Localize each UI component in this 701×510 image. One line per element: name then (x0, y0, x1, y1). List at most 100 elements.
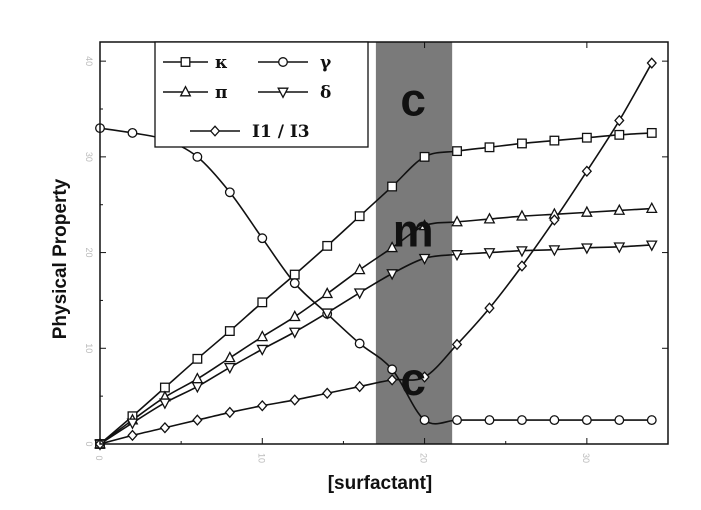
data-point-i1-i3-11 (451, 338, 463, 351)
data-point-kappa-14 (549, 135, 560, 146)
data-point-delta-15 (580, 243, 593, 255)
data-point-gamma-9 (387, 364, 398, 375)
data-point-delta-2 (159, 398, 171, 410)
data-point-delta-4 (223, 362, 236, 375)
data-point-i1-i3-13 (516, 260, 528, 272)
data-point-gamma-11 (452, 415, 462, 426)
data-point-i1-i3-16 (614, 114, 625, 127)
plot-area-frame (99, 41, 669, 445)
data-point-pi-4 (223, 351, 236, 363)
transition-band-layer (375, 42, 453, 444)
data-point-kappa-11 (452, 146, 462, 157)
x-tick-label-1: 10 (256, 453, 266, 463)
band-label-2: c (400, 353, 426, 405)
data-point-kappa-7 (322, 240, 333, 251)
data-point-i1-i3-3 (192, 414, 203, 426)
data-point-pi-8 (353, 263, 366, 275)
y-tick-label-2: 20 (84, 248, 94, 258)
legend-label-i1-i3: I1 / I3 (252, 122, 310, 142)
data-point-gamma-14 (549, 415, 560, 426)
data-point-delta-12 (483, 248, 496, 260)
x-tick-label-2: 20 (419, 453, 429, 463)
data-point-i1-i3-2 (159, 421, 171, 434)
data-point-gamma-6 (289, 278, 300, 289)
legend-box (154, 41, 369, 148)
band-label-1: m (393, 205, 434, 257)
data-point-kappa-6 (289, 269, 300, 280)
data-point-gamma-1 (127, 127, 138, 138)
data-point-kappa-8 (354, 211, 365, 222)
series-line-gamma (99, 127, 652, 425)
data-point-gamma-12 (484, 415, 495, 426)
data-point-delta-13 (516, 246, 528, 258)
y-axis-title: Physical Property (50, 178, 71, 339)
y-tick-label-0: 0 (84, 441, 94, 446)
data-point-pi-6 (288, 310, 301, 322)
data-point-delta-5 (256, 344, 269, 356)
data-point-pi-13 (516, 209, 528, 221)
data-point-i1-i3-1 (127, 429, 138, 442)
legend-label-gamma: γ (320, 53, 332, 73)
data-point-pi-12 (483, 212, 496, 224)
data-point-gamma-17 (646, 415, 657, 426)
x-tick-label-3: 30 (581, 453, 591, 463)
data-point-kappa-10 (419, 151, 430, 162)
data-point-gamma-8 (354, 338, 365, 349)
legend-label-delta: δ (320, 83, 331, 103)
x-tick-label-0: 0 (94, 455, 104, 460)
data-point-i1-i3-9 (386, 374, 398, 386)
data-point-gamma-4 (224, 187, 235, 198)
data-point-delta-16 (613, 242, 626, 254)
data-point-delta-8 (353, 288, 366, 300)
y-tick-label-3: 30 (84, 152, 94, 162)
series-line-kappa (99, 132, 652, 445)
data-point-pi-9 (386, 241, 398, 253)
data-point-delta-6 (288, 327, 301, 339)
data-point-kappa-3 (192, 353, 203, 364)
legend-label-kappa: κ (215, 53, 228, 73)
data-point-gamma-5 (257, 233, 268, 244)
transition-band (375, 42, 453, 444)
data-point-pi-17 (645, 201, 658, 213)
data-point-kappa-9 (387, 181, 398, 192)
data-point-kappa-17 (646, 127, 657, 138)
data-point-i1-i3-7 (322, 387, 333, 400)
data-point-kappa-4 (224, 326, 235, 337)
data-point-i1-i3-8 (354, 380, 365, 393)
data-point-gamma-15 (581, 415, 592, 426)
band-labels-layer: c m c (393, 73, 434, 404)
data-point-delta-11 (451, 250, 463, 262)
data-point-kappa-13 (516, 138, 527, 149)
data-point-i1-i3-5 (257, 399, 268, 412)
data-point-i1-i3-4 (224, 406, 236, 419)
data-point-delta-10 (418, 253, 431, 266)
data-point-i1-i3-10 (419, 371, 430, 383)
data-point-pi-11 (451, 215, 463, 227)
legend-marker-pi (179, 85, 192, 97)
data-point-kappa-15 (581, 132, 592, 143)
x-axis-title: [surfactant] (328, 473, 433, 494)
data-point-pi-15 (580, 205, 593, 217)
data-point-i1-i3-12 (484, 302, 495, 314)
data-point-delta-3 (191, 382, 204, 394)
data-point-delta-14 (548, 245, 561, 257)
legend-marker-kappa (180, 57, 191, 67)
band-label-0: c (400, 73, 426, 125)
data-point-delta-1 (126, 418, 139, 430)
data-point-delta-17 (645, 240, 658, 252)
data-point-gamma-10 (419, 415, 430, 426)
data-point-pi-16 (613, 203, 626, 215)
y-tick-label-1: 10 (84, 343, 94, 353)
data-point-pi-7 (321, 287, 334, 299)
series-line-pi (99, 207, 652, 445)
data-point-i1-i3-15 (581, 165, 593, 177)
data-point-gamma-16 (614, 415, 625, 426)
legend-marker-delta (277, 87, 289, 99)
data-point-kappa-16 (614, 129, 625, 140)
data-point-delta-7 (321, 308, 334, 320)
data-point-pi-5 (256, 330, 269, 342)
legend-marker-i1-i3 (209, 125, 221, 137)
